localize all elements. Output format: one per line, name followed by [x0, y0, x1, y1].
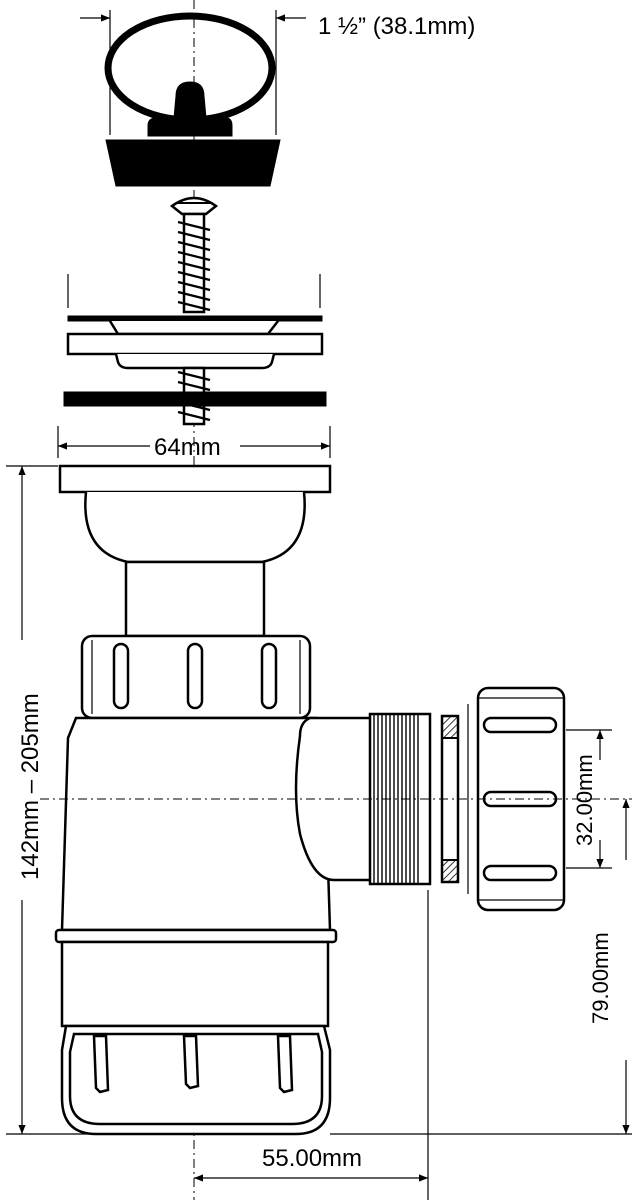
- bottle-body: [54, 716, 386, 1028]
- outlet-offset-label: 55.00mm: [262, 1145, 362, 1172]
- bottom-cup: [60, 1024, 332, 1136]
- flange-width-label: 64mm: [154, 434, 221, 461]
- rubber-plug: [105, 139, 281, 187]
- outlet-height-label: 79.00mm: [588, 932, 613, 1024]
- outlet-offset-dimension: 55.00mm: [194, 890, 429, 1200]
- outlet-diameter-label: 32.00mm: [572, 754, 597, 846]
- plug-diameter-label: 1 ½” (38.1mm): [318, 13, 475, 40]
- trap-inlet: [58, 464, 332, 638]
- outlet-diameter-dimension: 32.00mm: [566, 729, 612, 869]
- outlet-seal: [440, 714, 460, 884]
- plug-diameter-dimension: 1 ½” (38.1mm): [80, 10, 475, 135]
- sealing-washer: [63, 391, 327, 407]
- plug-assembly: [104, 12, 281, 187]
- height-range-label: 142mm – 205mm: [17, 693, 44, 880]
- plug-knob: [147, 81, 233, 137]
- outlet-height-dimension: 79.00mm: [330, 799, 632, 1135]
- height-range-dimension: 142mm – 205mm: [6, 465, 90, 1135]
- top-coupling-nut: [80, 634, 312, 720]
- flange-width-dimension: 64mm: [57, 426, 331, 461]
- screw: [169, 196, 219, 314]
